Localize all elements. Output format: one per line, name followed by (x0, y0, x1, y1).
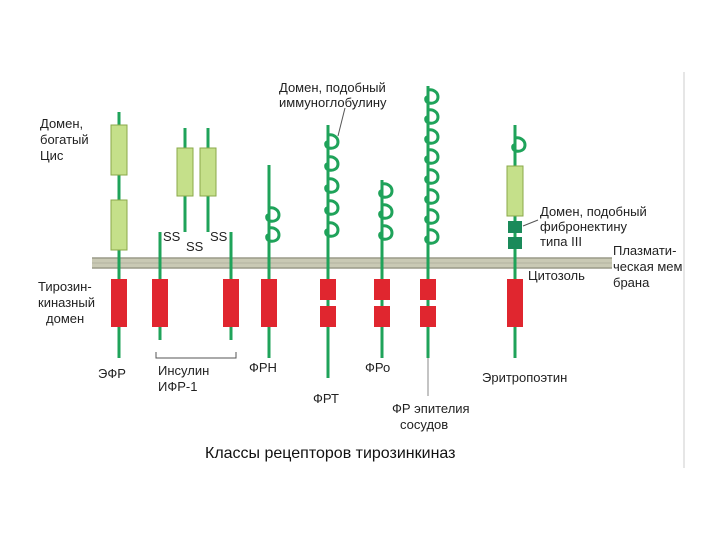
ss-label-1: SS (163, 229, 181, 244)
frt-receptor (320, 125, 340, 378)
fibronectin-domain (508, 221, 522, 233)
kinase-domain-label: Тирозин- киназный домен (38, 279, 99, 326)
fibronectin-domain (508, 237, 522, 249)
frn-receptor (261, 165, 281, 358)
epo-label: Эритропоэтин (482, 370, 567, 385)
insulin-receptor (152, 128, 239, 359)
kinase-domain (507, 279, 523, 327)
frn-label: ФРН (249, 360, 277, 375)
ig-pointer (337, 107, 346, 137)
cytosol-label: Цитозоль (528, 268, 585, 283)
cys-rich-domain (110, 124, 128, 176)
fn-pointer (522, 219, 539, 227)
ig-domain-label: Домен, подобный иммуноглобулину (279, 80, 389, 110)
frt-label: ФРТ (313, 391, 339, 406)
alpha-subunit-domain (199, 147, 217, 197)
ss-label-3: SS (210, 229, 228, 244)
kinase-domain (420, 306, 436, 327)
vascular-receptor (420, 86, 440, 396)
vascular-label: ФР эпителия сосудов (392, 401, 473, 432)
efr-label: ЭФР (98, 366, 126, 381)
fn-domain-label: Домен, подобный фибронектину типа III (540, 204, 650, 249)
kinase-domain (420, 279, 436, 300)
kinase-domain (111, 279, 127, 327)
cys-rich-domain (110, 199, 128, 251)
alpha-subunit-domain (176, 147, 194, 197)
plasma-membrane (92, 257, 612, 269)
epo-receptor (506, 125, 527, 358)
cys-domain-label: Домен, богатый Цис (40, 116, 92, 163)
kinase-domain (223, 279, 239, 327)
kinase-domain (320, 306, 336, 327)
membrane-label: Плазмати- ческая мем брана (613, 243, 686, 290)
kinase-domain (374, 279, 390, 300)
kinase-domain (152, 279, 168, 327)
fro-label: ФРо (365, 360, 390, 375)
kinase-domain (374, 306, 390, 327)
diagram-title: Классы рецепторов тирозинкиназ (205, 445, 455, 462)
insulin-bracket (155, 352, 237, 359)
efr-receptor (110, 112, 128, 358)
insulin-label: Инсулин ИФР-1 (158, 363, 213, 394)
ss-label-2: SS (186, 239, 204, 254)
fro-receptor (374, 180, 394, 358)
extracellular-domain (506, 165, 524, 217)
kinase-domain (261, 279, 277, 327)
kinase-domain (320, 279, 336, 300)
